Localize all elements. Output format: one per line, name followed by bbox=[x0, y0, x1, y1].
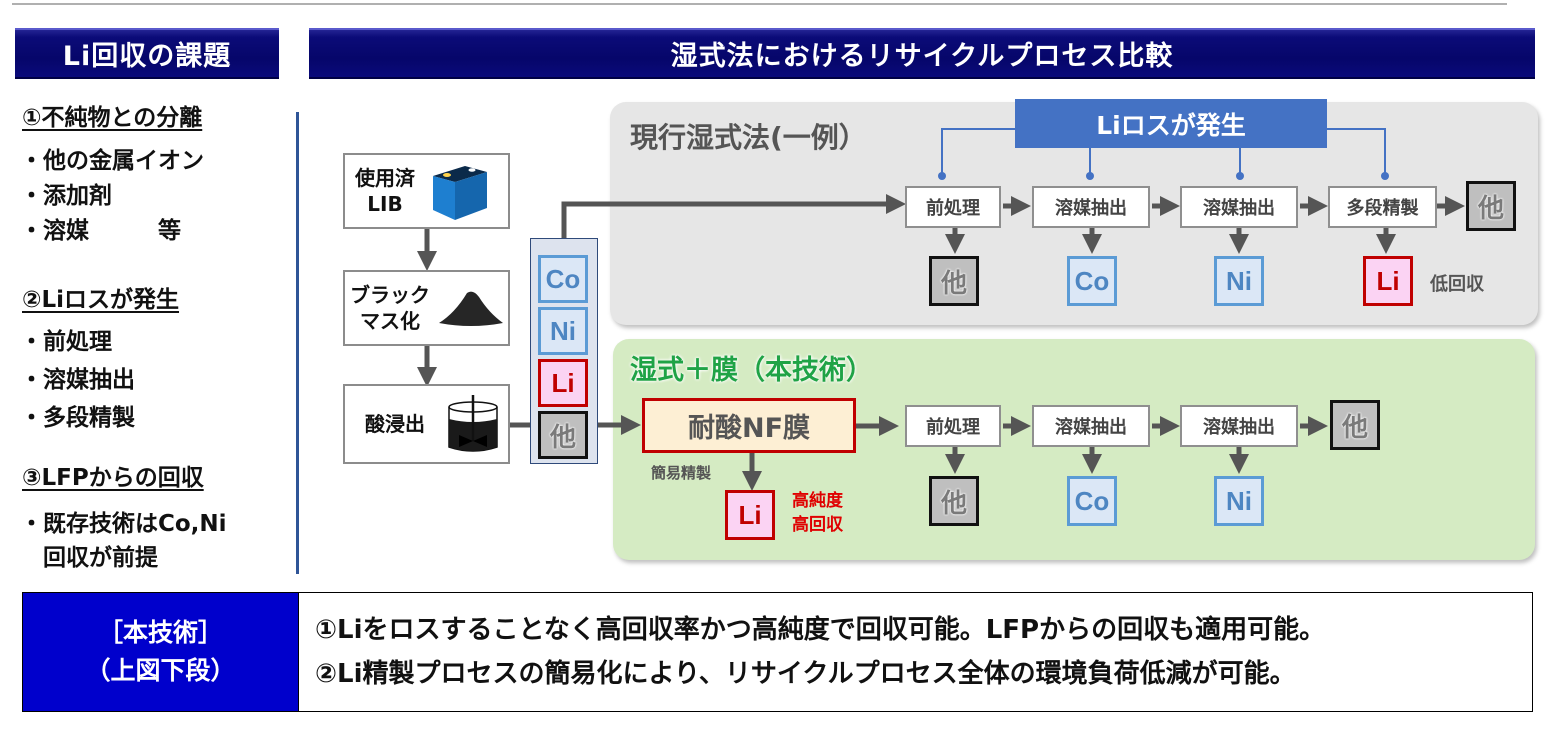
new-process-title: 湿式＋膜（本技術） bbox=[630, 355, 873, 386]
element-co: Co bbox=[538, 255, 588, 303]
current-process-title: 現行湿式法(一例） bbox=[630, 121, 867, 154]
high-recovery-note: 高回収 bbox=[792, 515, 843, 535]
source-step-acid-leaching: 酸浸出 bbox=[343, 384, 510, 464]
new-output-other: 他 bbox=[929, 476, 979, 526]
current-step-multistage-purification: 多段精製 bbox=[1328, 186, 1437, 228]
current-step-pretreatment: 前処理 bbox=[905, 186, 1001, 228]
issue-heading-2: ②Liロスが発生 bbox=[22, 287, 180, 313]
current-output-other-final: 他 bbox=[1466, 181, 1516, 231]
element-other: 他 bbox=[538, 411, 588, 459]
issue-item: ・多段精製 bbox=[20, 405, 135, 431]
summary-label-box: ［本技術］ （上図下段） bbox=[22, 592, 299, 712]
top-divider bbox=[12, 3, 1507, 5]
summary-label-line2: （上図下段） bbox=[85, 656, 236, 685]
leachate-element-stack: Co Ni Li 他 bbox=[530, 238, 598, 464]
source-step-label: ブラック bbox=[350, 283, 430, 307]
source-step-black-mass: ブラック マス化 bbox=[343, 270, 510, 346]
simple-purification-note: 簡易精製 bbox=[651, 464, 712, 482]
arrow-stack-to-current bbox=[561, 194, 906, 238]
source-step-label: 使用済 bbox=[355, 166, 415, 190]
issue-heading-1: ①不純物との分離 bbox=[22, 105, 203, 131]
source-step-label: 酸浸出 bbox=[365, 412, 425, 436]
issue-item: 回収が前提 bbox=[20, 545, 158, 571]
current-step-solvent-extraction-2: 溶媒抽出 bbox=[1180, 186, 1298, 228]
acid-resistant-nf-membrane: 耐酸NF膜 bbox=[642, 398, 856, 453]
powder-pile-icon bbox=[439, 291, 503, 326]
summary-point-2: ②Li精製プロセスの簡易化により、リサイクルプロセス全体の環境負荷低減が可能。 bbox=[315, 659, 1296, 689]
source-step-label: マス化 bbox=[360, 309, 420, 333]
new-step-pretreatment: 前処理 bbox=[905, 405, 1001, 447]
new-output-li: Li bbox=[725, 490, 775, 540]
issue-item: ・溶媒 等 bbox=[20, 218, 181, 244]
comparison-banner-title: 湿式法におけるリサイクルプロセス比較 bbox=[670, 41, 1174, 72]
new-step-solvent-extraction-1: 溶媒抽出 bbox=[1032, 405, 1150, 447]
source-step-used-lib: 使用済 LIB bbox=[343, 153, 510, 229]
low-recovery-note: 低回収 bbox=[1430, 274, 1484, 295]
issues-banner: Li回収の課題 bbox=[15, 28, 279, 79]
stirred-tank-icon bbox=[448, 395, 498, 452]
new-step-solvent-extraction-2: 溶媒抽出 bbox=[1180, 405, 1298, 447]
new-output-other-final: 他 bbox=[1330, 400, 1380, 450]
element-li: Li bbox=[538, 359, 588, 407]
issue-item: ・既存技術はCo,Ni bbox=[20, 511, 227, 537]
source-step-label: LIB bbox=[367, 192, 403, 216]
new-output-co: Co bbox=[1067, 476, 1117, 526]
issue-item: ・他の金属イオン bbox=[20, 148, 204, 174]
current-output-other: 他 bbox=[929, 256, 979, 306]
comparison-banner: 湿式法におけるリサイクルプロセス比較 bbox=[309, 28, 1535, 79]
current-output-co: Co bbox=[1067, 256, 1117, 306]
summary-point-1: ①Liをロスすることなく高回収率かつ高純度で回収可能。LFPからの回収も適用可能… bbox=[315, 615, 1326, 645]
current-output-li: Li bbox=[1363, 256, 1413, 306]
current-step-solvent-extraction-1: 溶媒抽出 bbox=[1032, 186, 1150, 228]
issue-item: ・添加剤 bbox=[20, 183, 112, 209]
new-output-ni: Ni bbox=[1214, 476, 1264, 526]
high-purity-note: 高純度 bbox=[792, 491, 843, 511]
issue-item: ・前処理 bbox=[20, 329, 112, 355]
element-ni: Ni bbox=[538, 307, 588, 355]
vertical-divider bbox=[296, 112, 299, 574]
issue-heading-3: ③LFPからの回収 bbox=[22, 465, 204, 491]
current-output-ni: Ni bbox=[1214, 256, 1264, 306]
li-loss-callout: Liロスが発生 bbox=[1015, 99, 1327, 148]
battery-icon bbox=[433, 166, 487, 220]
summary-label-line1: ［本技術］ bbox=[97, 618, 223, 647]
issue-item: ・溶媒抽出 bbox=[20, 367, 135, 393]
summary-points-box: ①Liをロスすることなく高回収率かつ高純度で回収可能。LFPからの回収も適用可能… bbox=[298, 592, 1533, 712]
issues-banner-title: Li回収の課題 bbox=[62, 41, 232, 72]
